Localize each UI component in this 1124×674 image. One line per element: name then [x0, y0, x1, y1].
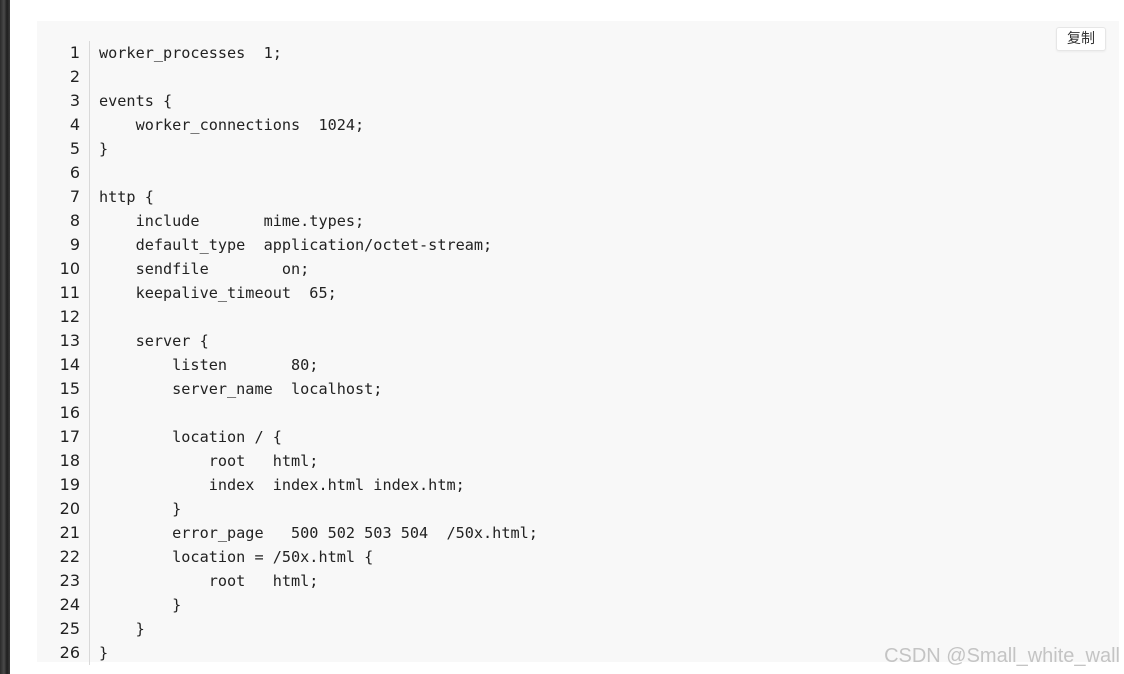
code-line: } — [99, 596, 182, 614]
line-number: 9 — [69, 235, 80, 254]
code-line: location = /50x.html { — [99, 548, 374, 566]
code-line — [99, 161, 538, 185]
line-number: 22 — [59, 547, 80, 566]
code-line: index index.html index.htm; — [99, 476, 465, 494]
line-number: 13 — [59, 331, 80, 350]
code-line — [99, 65, 538, 89]
code-line: error_page 500 502 503 504 /50x.html; — [99, 524, 538, 542]
code-line: worker_processes 1; — [99, 44, 282, 62]
line-number: 8 — [69, 211, 80, 230]
code-line: default_type application/octet-stream; — [99, 236, 493, 254]
background-strip — [0, 0, 10, 674]
copy-button[interactable]: 复制 — [1056, 27, 1106, 51]
code-line: } — [99, 500, 182, 518]
code-line: keepalive_timeout 65; — [99, 284, 337, 302]
line-number: 16 — [59, 403, 80, 422]
line-number: 5 — [69, 139, 80, 158]
line-number: 17 — [59, 427, 80, 446]
code-line: } — [99, 644, 109, 662]
line-number: 21 — [59, 523, 80, 542]
code-line: root html; — [99, 572, 319, 590]
code-line — [99, 305, 538, 329]
line-number: 19 — [59, 475, 80, 494]
line-number: 2 — [69, 67, 80, 86]
line-number: 7 — [69, 187, 80, 206]
line-number: 10 — [59, 259, 80, 278]
code-line: events { — [99, 92, 173, 110]
line-number: 1 — [69, 43, 80, 62]
code-line: worker_connections 1024; — [99, 116, 365, 134]
watermark: CSDN @Small_white_wall — [884, 645, 1120, 667]
code-line: http { — [99, 188, 154, 206]
code-line: sendfile on; — [99, 260, 310, 278]
code-line: } — [99, 140, 109, 158]
code-line: root html; — [99, 452, 319, 470]
line-number: 14 — [59, 355, 80, 374]
line-number: 11 — [59, 283, 80, 302]
line-number: 18 — [59, 451, 80, 470]
line-number: 23 — [59, 571, 80, 590]
line-number: 15 — [59, 379, 80, 398]
line-number: 6 — [69, 163, 80, 182]
code-line — [99, 401, 538, 425]
code-line: server_name localhost; — [99, 380, 383, 398]
code-lines: worker_processes 1; events { worker_conne… — [90, 41, 538, 665]
line-number: 20 — [59, 499, 80, 518]
code-line: } — [99, 620, 145, 638]
code-line: server { — [99, 332, 209, 350]
code-line: listen 80; — [99, 356, 319, 374]
line-number: 3 — [69, 91, 80, 110]
line-number: 12 — [59, 307, 80, 326]
line-number: 26 — [59, 643, 80, 662]
line-number: 25 — [59, 619, 80, 638]
line-number: 4 — [69, 115, 80, 134]
code-line: location / { — [99, 428, 282, 446]
code-line: include mime.types; — [99, 212, 365, 230]
line-number: 24 — [59, 595, 80, 614]
